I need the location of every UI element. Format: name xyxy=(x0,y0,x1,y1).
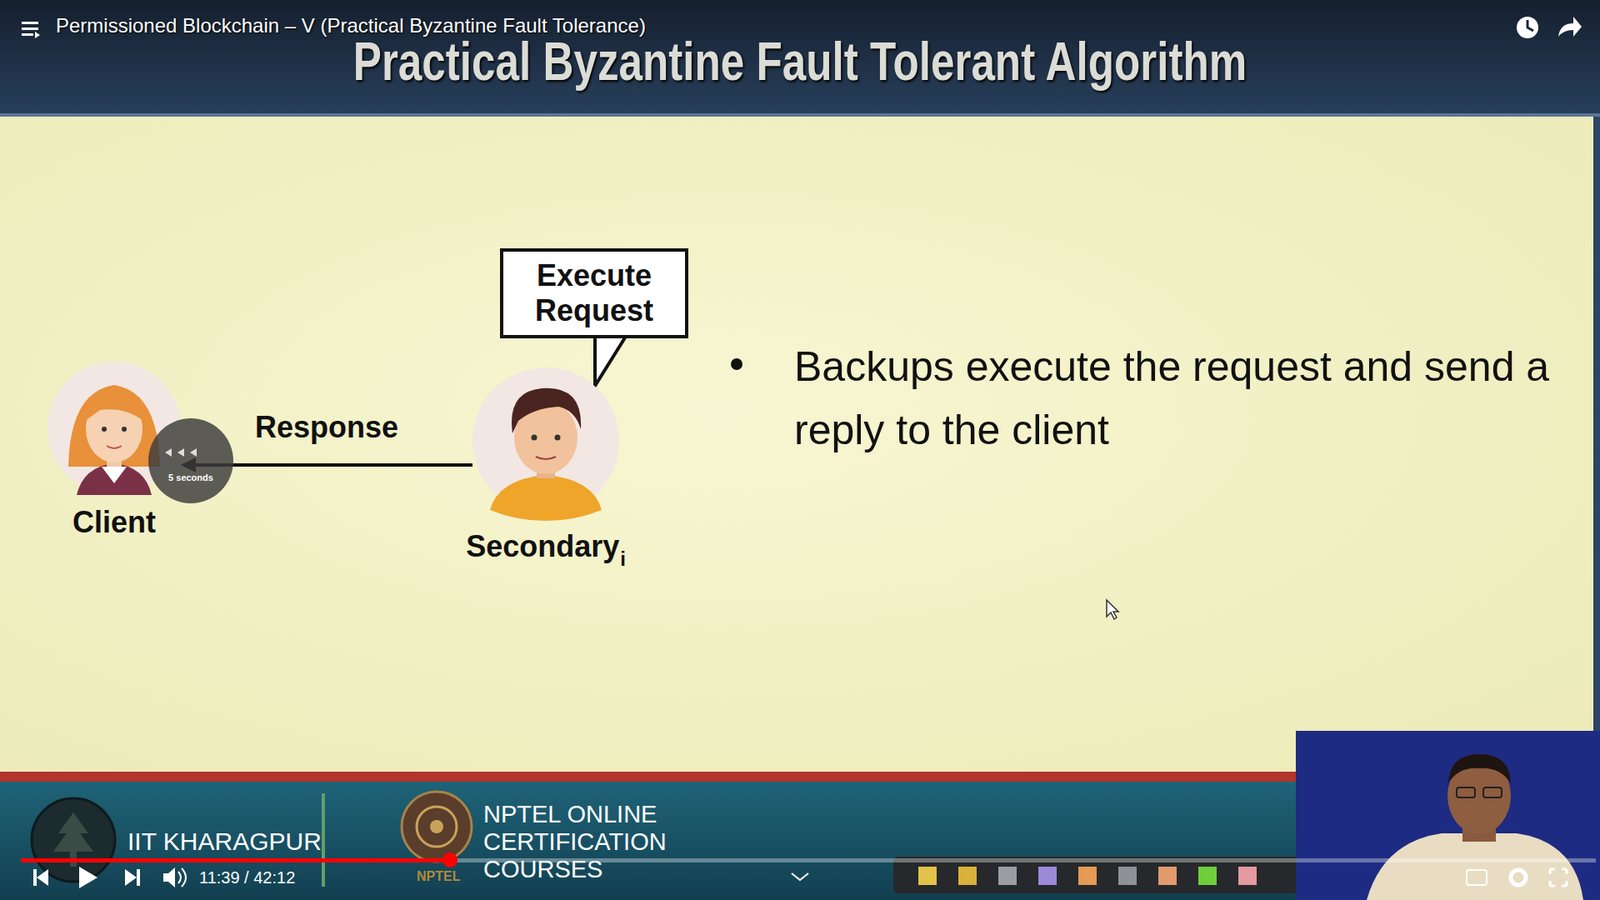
seek-hint: 5 seconds xyxy=(165,471,216,484)
time-display: 11:39 / 42:12 xyxy=(199,867,295,888)
player-controls xyxy=(33,866,1567,889)
rewind-bubble xyxy=(148,418,234,504)
nptel-mark: NPTEL xyxy=(416,868,460,885)
arrow-shaft xyxy=(195,463,473,467)
course-banner: NPTEL ONLINE CERTIFICATION COURSES xyxy=(483,800,792,884)
actor-node: Secondaryi xyxy=(472,367,620,515)
actor-caption: Client xyxy=(47,505,181,540)
slide-ground xyxy=(0,116,1600,772)
bullet-dot xyxy=(730,358,743,370)
slide-title: Practical Byzantine Fault Tolerant Algor… xyxy=(160,31,1440,92)
actor-caption: Secondaryi xyxy=(472,529,620,565)
rewind-arrows xyxy=(165,448,197,457)
message-arrow xyxy=(180,457,473,473)
arrow-head xyxy=(180,457,196,473)
callout-text: Execute Request xyxy=(511,258,677,329)
client-avatar xyxy=(47,361,181,495)
iit-logo xyxy=(31,798,115,882)
video-title: Permissioned Blockchain – V (Practical B… xyxy=(55,13,646,39)
actor-node: Client xyxy=(47,361,181,495)
edge-label: Response xyxy=(255,410,399,445)
callout-box: Execute Request xyxy=(500,248,689,339)
header-rule xyxy=(0,113,1600,117)
progress-handle xyxy=(442,852,458,868)
bullet-text: Backups execute the request and send a r… xyxy=(794,335,1586,462)
actor-name: Secondary xyxy=(465,529,620,565)
slide-edge xyxy=(1593,116,1600,772)
mouse-cursor xyxy=(1106,600,1119,620)
nptel-logo xyxy=(401,791,472,862)
actor-subscript: i xyxy=(620,547,626,571)
footer-divider xyxy=(321,793,325,887)
progress-played xyxy=(20,858,450,863)
header-band xyxy=(0,0,1600,117)
actor-name: Client xyxy=(72,505,156,540)
presenter-video xyxy=(1295,730,1600,900)
institute-name: IIT KHARAGPUR xyxy=(127,827,322,856)
bubble-tail xyxy=(595,335,627,386)
progress-track xyxy=(20,858,1596,863)
secondary-avatar xyxy=(472,367,620,521)
